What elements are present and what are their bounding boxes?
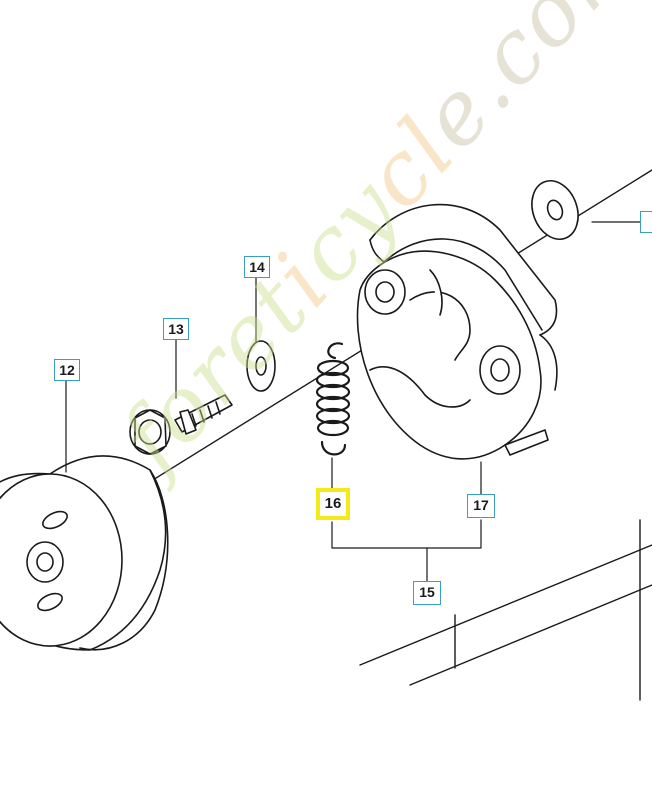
- part-label-14[interactable]: 14: [244, 256, 270, 278]
- clutch-shoe-part-17: [356, 203, 558, 460]
- part-label-17[interactable]: 17: [467, 494, 495, 518]
- washer-part-14: [246, 340, 276, 392]
- part-label-16[interactable]: 16: [316, 488, 350, 520]
- spring-part-16: [315, 342, 351, 456]
- housing-outline: [359, 519, 652, 701]
- bracket-line-15: [331, 519, 482, 549]
- washer-far: [531, 180, 579, 240]
- part-label-12[interactable]: 12: [54, 359, 80, 381]
- part-label-15[interactable]: 15: [413, 581, 441, 605]
- clutch-drum-part-12: [0, 455, 169, 651]
- part-label-edge: [640, 211, 652, 233]
- part-label-13[interactable]: 13: [163, 318, 189, 340]
- bolt-part-13: [129, 394, 233, 455]
